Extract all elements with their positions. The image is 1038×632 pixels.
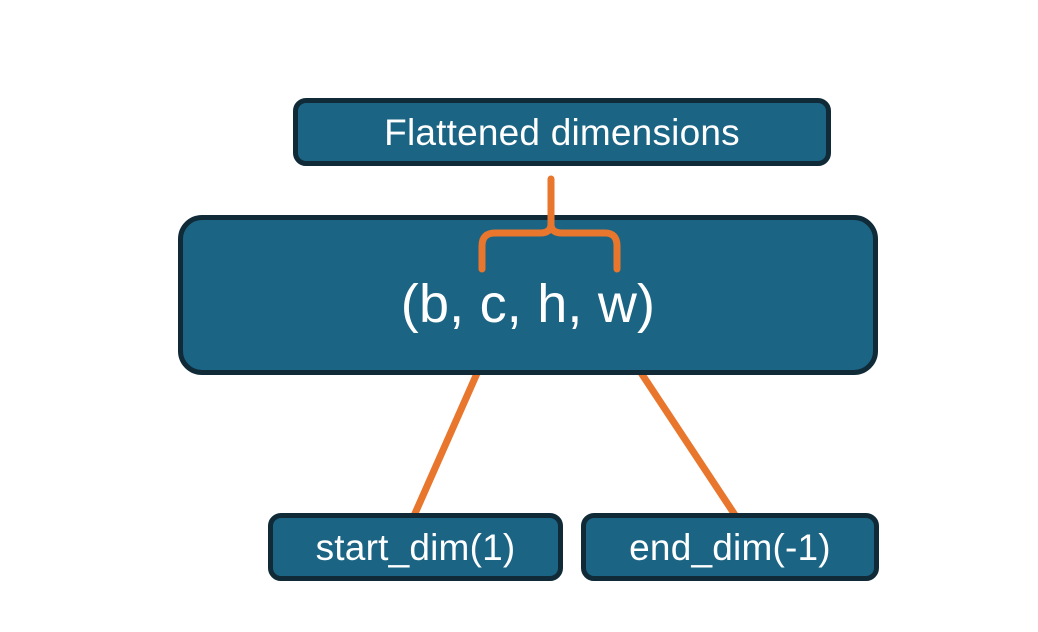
flattened-dimensions-label: Flattened dimensions — [384, 111, 740, 153]
start-dim-label: start_dim(1) — [315, 526, 516, 568]
flattened-dimensions-box[interactable]: Flattened dimensions — [293, 98, 831, 166]
end-dim-label: end_dim(-1) — [629, 526, 831, 568]
shape-tuple-box[interactable]: (b, c, h, w) — [178, 215, 878, 375]
shape-tuple-label: (b, c, h, w) — [400, 274, 656, 334]
end-dim-box[interactable]: end_dim(-1) — [581, 513, 879, 581]
start-dim-box[interactable]: start_dim(1) — [268, 513, 563, 581]
